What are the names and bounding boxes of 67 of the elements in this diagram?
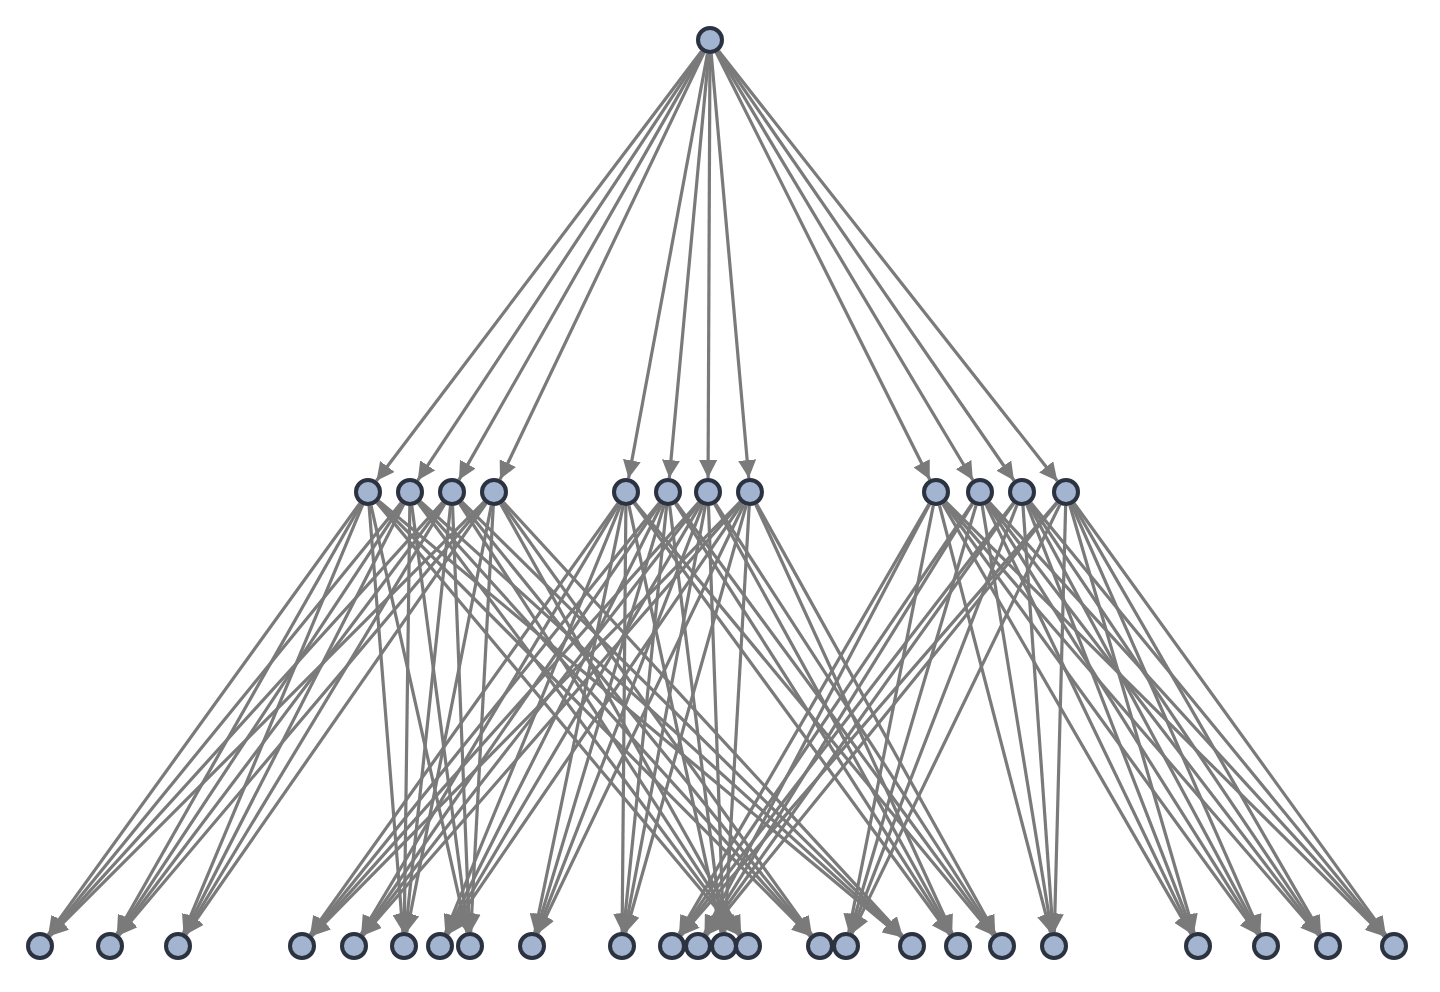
- arrow: [613, 506, 632, 932]
- node-circle: [354, 478, 382, 506]
- arrow: [1068, 505, 1198, 933]
- node-circle: [806, 932, 834, 960]
- arrow: [709, 53, 757, 479]
- node-circle: [710, 932, 738, 960]
- arrow: [754, 504, 954, 934]
- node-circle: [164, 932, 192, 960]
- node-circle: [96, 932, 124, 960]
- arrow: [398, 505, 453, 933]
- arrow: [443, 504, 623, 934]
- node-circle: [438, 478, 466, 506]
- arrow: [662, 53, 711, 479]
- node-circle: [1008, 478, 1036, 506]
- arrow: [755, 503, 997, 935]
- node-circle: [684, 932, 712, 960]
- node-circle: [518, 932, 546, 960]
- node-circle: [966, 478, 994, 506]
- arrow: [181, 504, 365, 934]
- node-circle: [1184, 932, 1212, 960]
- arrow: [369, 505, 472, 933]
- node-circle: [456, 932, 484, 960]
- node-circle: [898, 932, 926, 960]
- arrow: [499, 503, 743, 935]
- arrow: [941, 503, 1193, 935]
- arrow: [846, 504, 978, 934]
- node-circle: [1252, 932, 1280, 960]
- arrow: [1070, 504, 1262, 934]
- node-circle: [480, 478, 508, 506]
- node-circle: [654, 478, 682, 506]
- node-circle: [1380, 932, 1408, 960]
- arrow: [623, 53, 709, 479]
- node-circle: [922, 478, 950, 506]
- node-circle: [832, 932, 860, 960]
- arrow: [622, 505, 748, 933]
- arrow: [850, 503, 1062, 935]
- arrow: [1071, 503, 1323, 935]
- node-circle: [944, 932, 972, 960]
- arrow: [1045, 505, 1068, 933]
- node-circle: [1052, 478, 1080, 506]
- node-circle: [658, 932, 686, 960]
- arrow: [980, 505, 1058, 933]
- node-circle: [612, 478, 640, 506]
- node-circle: [26, 932, 54, 960]
- node-circle: [390, 932, 418, 960]
- node-circle: [426, 932, 454, 960]
- node-circle: [340, 932, 368, 960]
- node-circle: [1040, 932, 1068, 960]
- node-circle: [734, 932, 762, 960]
- node-circle: [1314, 932, 1342, 960]
- node-circle: [288, 932, 316, 960]
- node-circle: [988, 932, 1016, 960]
- arrow: [714, 51, 932, 481]
- node-circle: [696, 26, 724, 54]
- node-circle: [694, 478, 722, 506]
- node-circle: [736, 478, 764, 506]
- arrow: [401, 505, 493, 933]
- arrow: [937, 505, 1055, 933]
- node-circle: [608, 932, 636, 960]
- arrow: [843, 505, 935, 933]
- arrow: [536, 503, 746, 935]
- node-circle: [396, 478, 424, 506]
- arrow: [616, 505, 669, 933]
- arrow: [627, 505, 727, 933]
- arrow: [529, 505, 625, 933]
- arrow: [498, 51, 706, 481]
- arrow: [699, 54, 718, 478]
